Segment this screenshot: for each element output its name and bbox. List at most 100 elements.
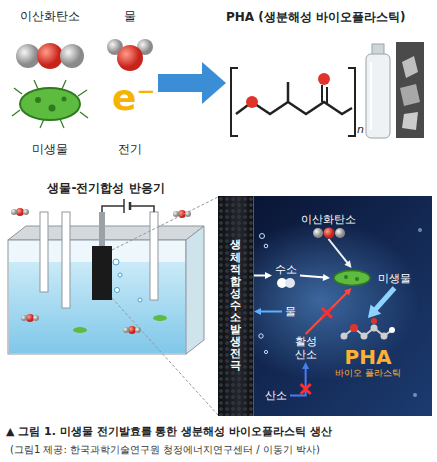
co2-node: 이산화탄소 xyxy=(298,212,359,239)
arrowhead xyxy=(302,362,309,369)
connector xyxy=(306,288,352,334)
molecule-icon xyxy=(338,318,398,346)
microbe-icon xyxy=(344,275,348,279)
reactor-tank xyxy=(135,327,141,333)
connector-line xyxy=(374,288,395,312)
zoom-panel xyxy=(413,393,417,397)
reactor-tank xyxy=(138,298,142,302)
arrowhead xyxy=(254,308,261,315)
reactor-tank xyxy=(173,211,179,217)
polymer-structure xyxy=(372,44,384,55)
molecule-icon xyxy=(313,228,323,238)
connector xyxy=(254,272,272,279)
electron-symbol: e⁻ xyxy=(112,80,155,116)
figure-caption: ▲ 그림 1. 미생물 전기발효를 통한 생분해성 바이오플라스틱 생산 xyxy=(6,424,332,439)
input-icon xyxy=(102,34,158,74)
molecule-icon xyxy=(274,277,298,289)
arrowhead xyxy=(265,272,272,279)
input-label: 물 xyxy=(124,8,136,25)
zoom-label: 물 xyxy=(282,304,299,319)
reactor-tank xyxy=(23,209,29,215)
molecule-icon xyxy=(309,227,349,239)
connector xyxy=(290,362,311,396)
connector-line xyxy=(329,239,349,264)
arrowhead xyxy=(202,62,226,104)
microbe-node: 미생물 xyxy=(330,268,416,288)
polymer-structure xyxy=(326,87,328,104)
label-host: e⁻ xyxy=(112,80,155,116)
ros-node: 활성 산소 xyxy=(290,334,321,362)
input-icon xyxy=(62,80,66,89)
molecule-icon xyxy=(323,228,334,239)
input-cell: 이산화탄소 xyxy=(8,8,92,74)
reactor-tank xyxy=(102,206,154,212)
molecule-icon xyxy=(335,228,345,238)
input-cell: 미생물 xyxy=(8,74,92,158)
molecule-icon xyxy=(371,318,377,324)
reactor-tank xyxy=(8,226,204,240)
polymer-structure xyxy=(321,85,323,102)
connector xyxy=(329,239,352,268)
repeat-subscript: n xyxy=(357,124,364,135)
polymer-structure xyxy=(402,112,418,130)
microbe-icon xyxy=(332,269,372,287)
zoom-panel xyxy=(259,334,263,338)
microbe-icon xyxy=(334,271,370,286)
reactor-tank xyxy=(26,314,34,322)
product-title: PHA (생분해성 바이오플라스틱) xyxy=(226,8,426,26)
connector xyxy=(300,274,330,281)
water-node: 물 xyxy=(282,304,299,319)
input-icon xyxy=(102,34,158,74)
input-icon xyxy=(14,88,22,94)
molecule-icon xyxy=(338,318,398,346)
input-icon xyxy=(62,97,67,102)
zoom-panel xyxy=(218,196,432,416)
reactor-tank xyxy=(33,315,39,321)
polymer-structure xyxy=(246,96,258,108)
connector-line xyxy=(306,291,348,334)
input-icon xyxy=(8,74,92,134)
molecule-icon xyxy=(285,278,295,288)
polymer-structure xyxy=(318,73,330,85)
reactor-heading: 생물-전기합성 반응기 xyxy=(6,180,206,197)
reactor-tank xyxy=(153,315,167,321)
polymer-structure xyxy=(402,56,418,78)
arrowhead xyxy=(323,274,330,281)
input-icon xyxy=(20,88,80,120)
caption-host: ▲ 그림 1. 미생물 전기발효를 통한 생분해성 바이오플라스틱 생산 xyxy=(6,424,332,439)
zoom-label: 산소 xyxy=(262,388,290,403)
reactor-tank xyxy=(123,327,129,333)
polymer-structure xyxy=(226,32,426,152)
input-label: 미생물 xyxy=(32,141,68,158)
reactor-tank xyxy=(8,240,186,354)
zoom-lines xyxy=(112,197,218,250)
reactor-tank xyxy=(40,212,48,292)
molecule-icon xyxy=(340,333,347,340)
input-icon xyxy=(37,43,63,69)
reactor-tank xyxy=(8,199,204,354)
molecule-icon xyxy=(389,327,395,333)
input-icon xyxy=(8,34,92,74)
reactor-tank xyxy=(92,246,112,300)
connector xyxy=(368,288,395,318)
reactor-tank xyxy=(62,212,70,308)
zoom-label: 활성 산소 xyxy=(290,334,321,362)
input-icon xyxy=(80,112,88,118)
molecule-icon xyxy=(274,277,298,289)
zoom-panel xyxy=(260,234,265,239)
input-icon xyxy=(49,105,56,112)
reactor-tank xyxy=(16,208,24,216)
input-icon xyxy=(12,80,88,128)
reactor-tank xyxy=(186,226,204,354)
microbe-icon xyxy=(355,277,359,281)
polymer-structure xyxy=(226,32,426,152)
input-label: 이산화탄소 xyxy=(20,8,80,25)
connector-line xyxy=(158,74,209,92)
label-host: n xyxy=(357,124,364,135)
zoom-lines xyxy=(112,197,218,415)
reactor-tank xyxy=(118,273,122,277)
molecule-icon xyxy=(309,227,349,239)
polymer-structure xyxy=(366,54,390,138)
reactor-tank xyxy=(128,326,136,334)
